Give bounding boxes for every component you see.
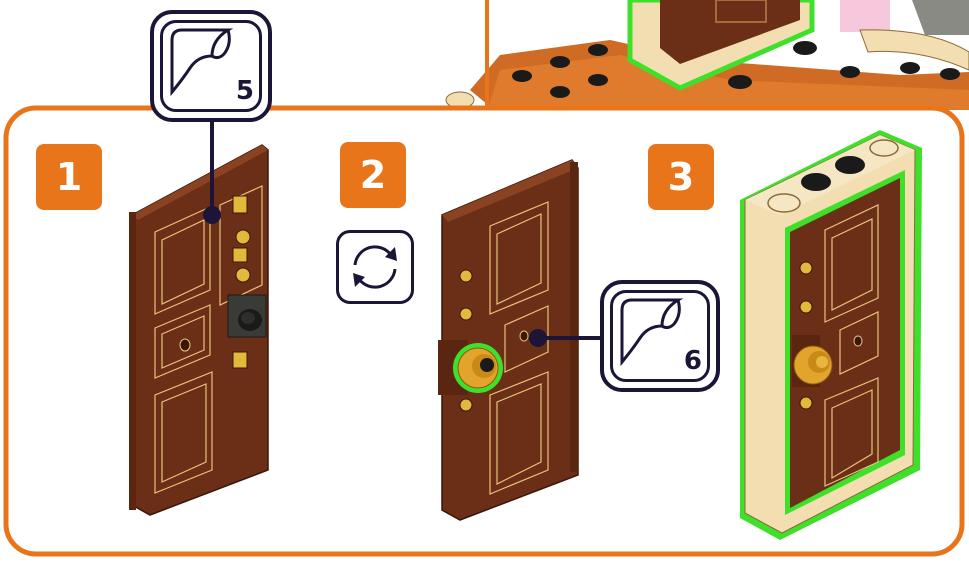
rotate-icon xyxy=(339,233,411,301)
sticker-icon xyxy=(618,296,688,366)
step-number-2: 2 xyxy=(340,142,406,208)
sticker-6-pointer xyxy=(529,329,547,347)
sticker-callout-6: 6 xyxy=(600,280,720,392)
step-number-3: 3 xyxy=(648,144,714,210)
sticker-callout-5: 5 xyxy=(150,10,272,122)
sticker-number-5: 5 xyxy=(236,76,254,106)
previous-step-scene xyxy=(446,0,969,110)
sticker-5-pointer xyxy=(203,206,221,224)
step-number-1: 1 xyxy=(36,144,102,210)
rotate-icon-box xyxy=(336,230,414,304)
sticker-number-6: 6 xyxy=(684,346,702,376)
sticker-icon xyxy=(168,26,238,96)
door-frame-step3 xyxy=(740,130,922,540)
